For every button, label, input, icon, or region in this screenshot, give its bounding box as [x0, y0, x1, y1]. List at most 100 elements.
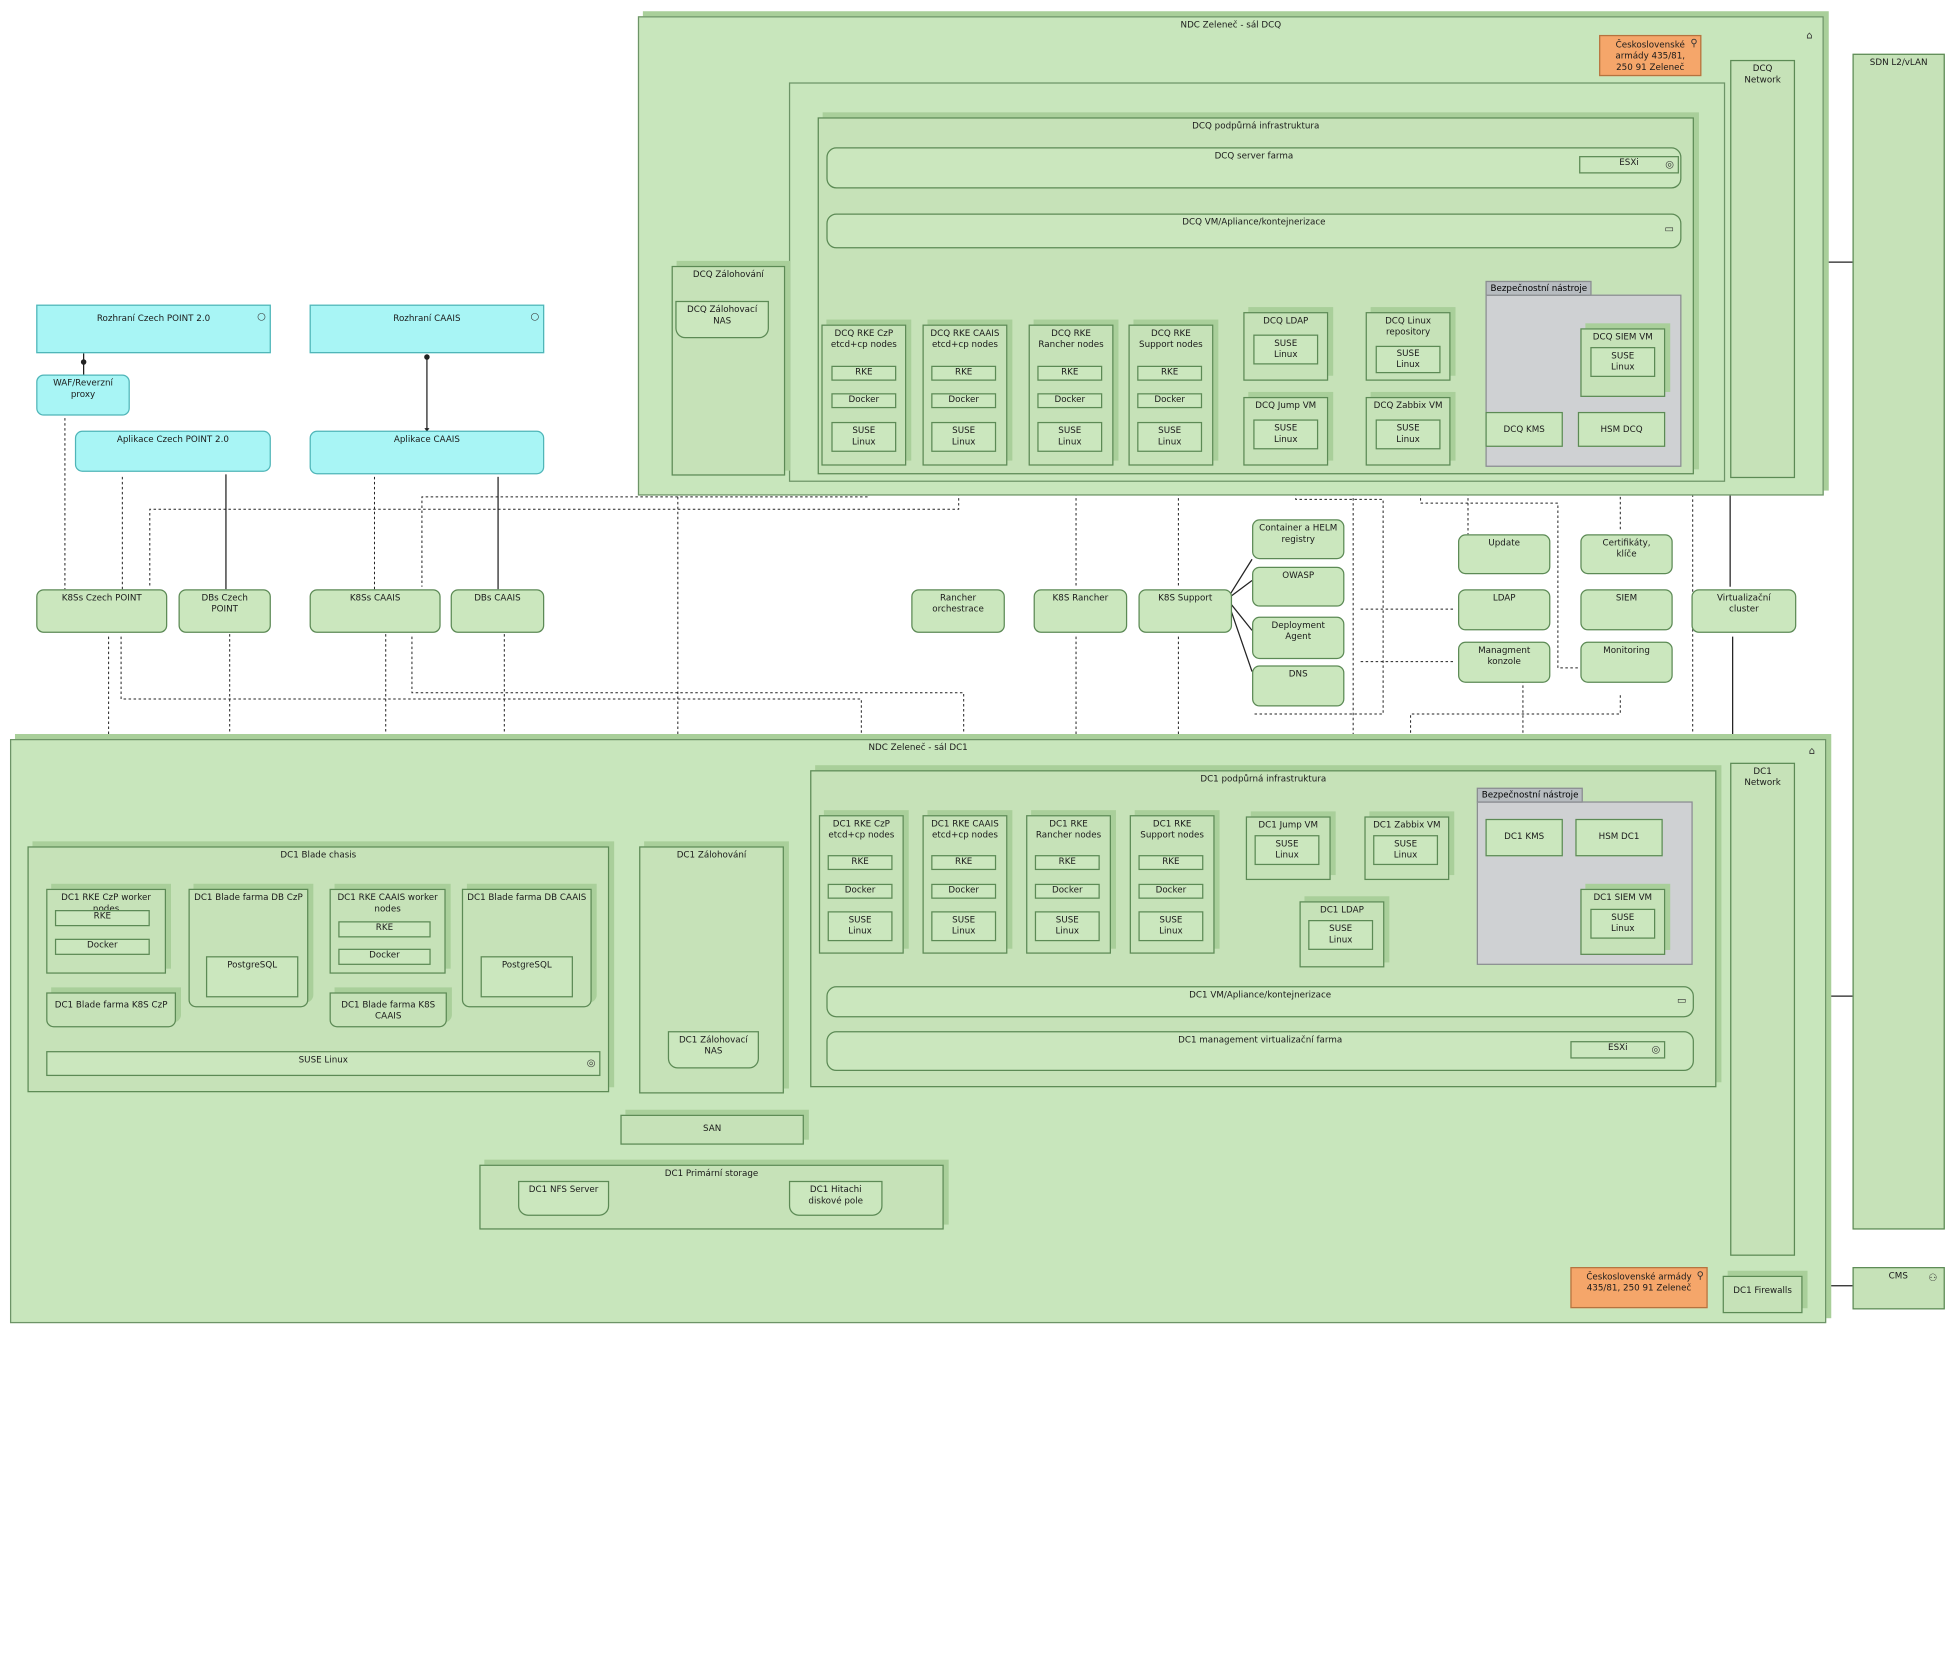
dc1-ldap-suse: SUSE Linux [1308, 919, 1374, 950]
san-label: SAN [703, 1123, 722, 1134]
suse-label: SUSE Linux [1396, 348, 1420, 370]
dns-label: DNS [1288, 669, 1308, 680]
node-cms: CMS⚇ [1852, 1267, 1945, 1310]
suse-label: SUSE Linux [1275, 838, 1299, 861]
dc1-mgmt-title: DC1 management virtualizační farma [1178, 1034, 1343, 1045]
dcq-infra [788, 82, 1726, 482]
dcq-rke-support-title: DCQ RKE Support nodes [1139, 328, 1203, 350]
dc1-blade-k8s-czp: DC1 Blade farma K8S CzP [46, 992, 177, 1028]
dc1-db-czp-postgres: PostgreSQL [205, 956, 299, 998]
rozhrani-caais-label: Rozhraní CAAIS [393, 313, 461, 324]
dc1-siem-vm-suse: SUSE Linux [1590, 908, 1656, 939]
rke-label: RKE [1061, 367, 1079, 377]
dcq-rke-czp-suse: SUSE Linux [831, 421, 897, 452]
location-pin-icon: ⚲ [1690, 37, 1698, 49]
dcq-zabbix-suse: SUSE Linux [1375, 419, 1441, 450]
docker-label: Docker [1054, 394, 1086, 405]
dcq-sec-tools-title: Bezpečnostní nástroje [1485, 280, 1593, 296]
dc1-hitachi-label: DC1 Hitachi diskové pole [808, 1184, 864, 1206]
dc1-network: DC1 Network [1730, 762, 1796, 1256]
rozhrani-czp: Rozhraní Czech POINT 2.0○ [36, 304, 271, 354]
dcq-rke-caais-rke: RKE [931, 365, 997, 381]
dcq-kms-label: DCQ KMS [1503, 424, 1545, 435]
dc1-rke-rancher-title: DC1 RKE Rancher nodes [1035, 818, 1102, 841]
facility-icon: ⌂ [1806, 29, 1813, 42]
dc1-siem-vm-title: DC1 SIEM VM [1593, 892, 1653, 903]
dc1-infra-title: DC1 podpůrná infrastruktura [1200, 773, 1327, 784]
group-sdn-title: SDN L2/vLAN [1869, 57, 1928, 68]
rke-label: RKE [1162, 856, 1180, 867]
group-ndc-dc1-title: NDC Zeleneč - sál DC1 [868, 742, 968, 753]
dcq-zal-nas: DCQ Zálohovací NAS [675, 300, 769, 339]
k8s-caais-label: K8Ss CAAIS [349, 592, 401, 603]
dcq-rke-support-suse: SUSE Linux [1137, 421, 1203, 452]
container-helm-label: Container a HELM registry [1259, 523, 1338, 545]
dc1-rke-rancher-docker: Docker [1034, 883, 1100, 899]
dcq-hsm-label: HSM DCQ [1600, 424, 1643, 435]
app-czp: Aplikace Czech POINT 2.0 [74, 430, 271, 472]
dbs-caais-label: DBs CAAIS [474, 592, 521, 603]
update-label: Update [1488, 538, 1521, 549]
dc1-rke-czp-docker: Docker [827, 883, 893, 899]
postgres-label: PostgreSQL [501, 959, 552, 970]
dc1-zal-nas-label: DC1 Zálohovací NAS [678, 1034, 748, 1057]
dcq-linux-repo-suse: SUSE Linux [1375, 345, 1441, 374]
group-sdn: SDN L2/vLAN [1852, 53, 1945, 1230]
dc1-rke-czp-worker-title: DC1 RKE CzP worker nodes [61, 892, 152, 914]
waf-proxy: WAF/Reverzní proxy [36, 374, 130, 416]
mgmt-konzole: Managment konzole [1458, 641, 1551, 683]
dcq-linux-repo-title: DCQ Linux repository [1385, 315, 1432, 338]
interface-icon: ○ [257, 310, 266, 323]
dcq-siem-vm-title: DCQ SIEM VM [1592, 332, 1653, 343]
dc1-hsm: HSM DC1 [1575, 818, 1663, 857]
suse-label: SUSE Linux [1396, 423, 1420, 445]
dcq-zalohovani: DCQ Zálohování [671, 265, 786, 476]
k8s-rancher: K8S Rancher [1033, 589, 1128, 633]
dcq-zabbix-title: DCQ Zabbix VM [1373, 400, 1443, 411]
dc1-worker-czp-rke: RKE [54, 910, 150, 927]
dcq-hsm: HSM DCQ [1577, 411, 1666, 447]
dc1-ldap-title: DC1 LDAP [1319, 905, 1364, 916]
rke-label: RKE [955, 367, 973, 377]
dc1-zabbix-title: DC1 Zabbix VM [1373, 820, 1441, 831]
suse-label: SUSE Linux [951, 915, 976, 937]
owasp: OWASP [1252, 566, 1345, 607]
dcq-rke-czp-rke: RKE [831, 365, 897, 381]
waf-proxy-label: WAF/Reverzní proxy [53, 378, 113, 400]
dc1-sec-tools-title: Bezpečnostní nástroje [1476, 787, 1584, 803]
dc1-rke-caais-rke: RKE [931, 855, 997, 871]
dc1-rke-support-suse: SUSE Linux [1138, 911, 1204, 942]
suse-label: SUSE Linux [1159, 915, 1183, 937]
dc1-firewalls-label: DC1 Firewalls [1733, 1285, 1792, 1296]
dc1-zabbix-suse: SUSE Linux [1373, 835, 1439, 866]
dcq-zal-nas-label: DCQ Zálohovací NAS [687, 304, 758, 326]
dcq-network-title: DCQ Network [1744, 63, 1781, 85]
system-software-icon: ◎ [1651, 1043, 1661, 1055]
rke-label: RKE [375, 922, 394, 933]
dcq-rke-caais-docker: Docker [931, 393, 997, 409]
dc1-network-title: DC1 Network [1744, 766, 1781, 788]
suse-label: SUSE Linux [951, 425, 976, 447]
owasp-label: OWASP [1282, 570, 1315, 581]
rke-label: RKE [955, 856, 973, 867]
update: Update [1458, 534, 1551, 575]
dc1-jump-title: DC1 Jump VM [1258, 820, 1319, 831]
rke-label: RKE [855, 367, 873, 377]
dc1-blade-title: DC1 Blade chasis [280, 850, 357, 861]
dc1-esxi: ESXi◎ [1570, 1041, 1666, 1059]
dcq-infra-title: DCQ podpůrná infrastruktura [1192, 121, 1320, 132]
san: SAN [620, 1114, 804, 1145]
dc1-hsm-label: HSM DC1 [1598, 831, 1640, 842]
dc1-rke-rancher-suse: SUSE Linux [1034, 911, 1100, 942]
dc1-rke-caais-suse: SUSE Linux [931, 911, 997, 942]
dc1-kms-label: DC1 KMS [1504, 831, 1545, 842]
dc1-kms: DC1 KMS [1485, 818, 1563, 857]
dc1-nfs: DC1 NFS Server [518, 1180, 610, 1216]
k8s-czp-label: K8Ss Czech POINT [61, 592, 142, 603]
dc1-rke-rancher-rke: RKE [1034, 855, 1100, 871]
dcq-ldap-suse: SUSE Linux [1253, 334, 1319, 365]
suse-label: SUSE Linux [1393, 838, 1418, 861]
monitoring: Monitoring [1580, 641, 1673, 683]
k8s-caais: K8Ss CAAIS [309, 589, 441, 633]
dc1-worker-caais-rke: RKE [338, 921, 431, 938]
